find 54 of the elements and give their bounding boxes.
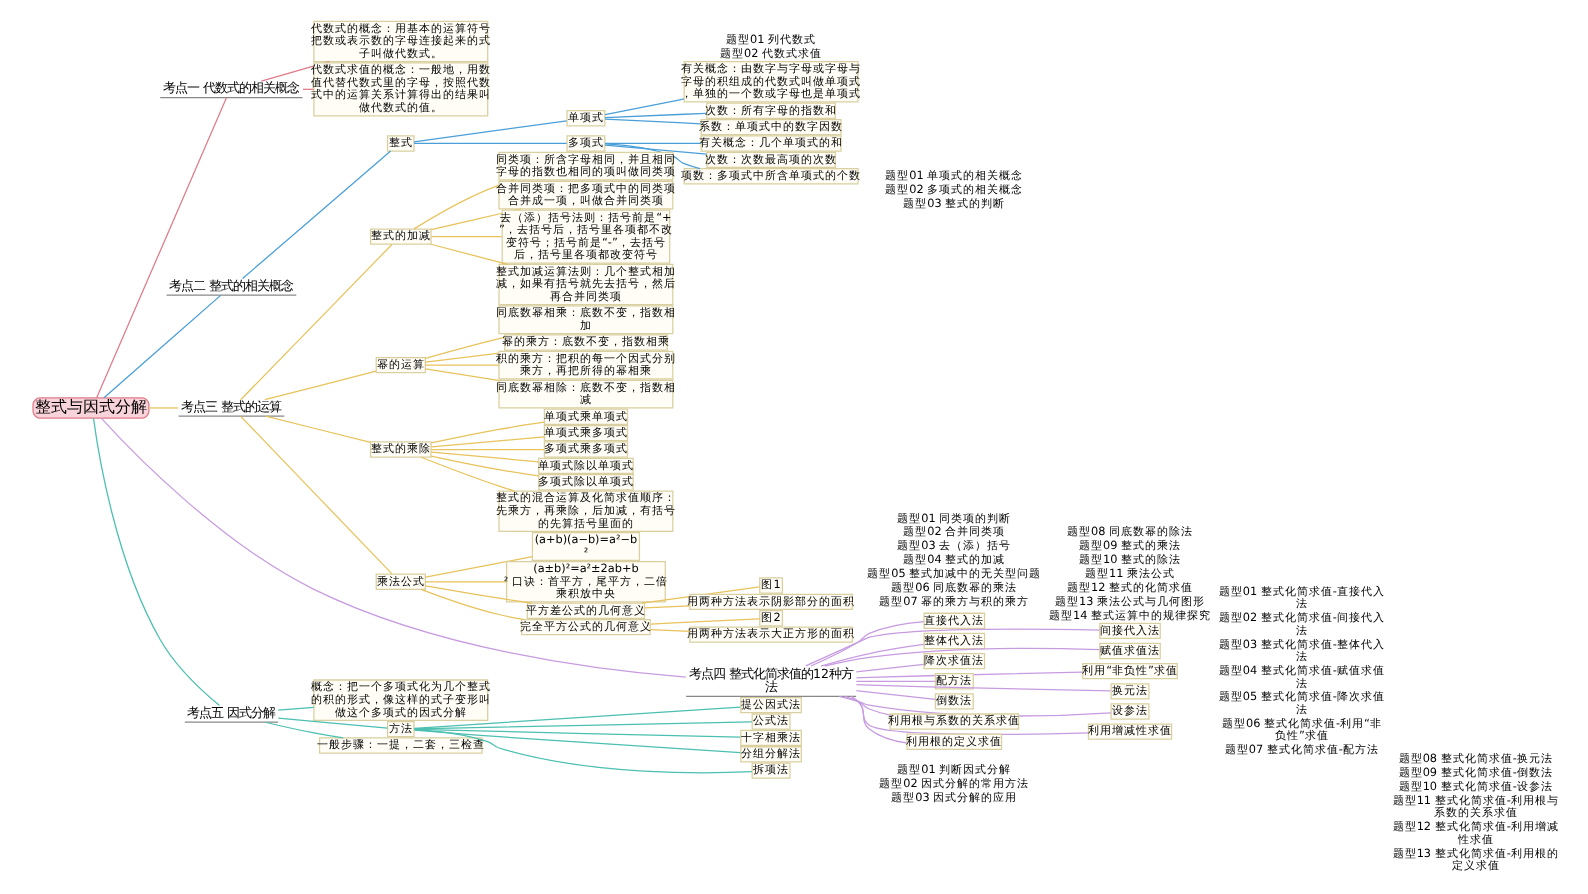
connector xyxy=(412,142,567,145)
connector xyxy=(239,415,392,575)
connector xyxy=(147,407,178,409)
connector xyxy=(423,333,520,360)
connector xyxy=(648,629,690,632)
connector xyxy=(603,112,707,119)
connector xyxy=(849,695,907,744)
connector xyxy=(419,456,515,492)
connector xyxy=(854,680,935,682)
connector xyxy=(854,663,924,673)
connector xyxy=(823,647,1100,667)
connector xyxy=(423,581,506,583)
connector xyxy=(643,605,690,609)
connector xyxy=(102,294,221,399)
connector xyxy=(239,243,392,401)
connector xyxy=(843,695,890,716)
connector xyxy=(412,721,752,730)
node-box: 整式与因式分解 xyxy=(31,397,149,419)
connector xyxy=(423,364,499,366)
connector xyxy=(423,556,532,578)
connector xyxy=(648,618,760,625)
connector xyxy=(603,143,700,170)
connector xyxy=(429,451,539,463)
connector xyxy=(819,643,924,667)
connector xyxy=(429,243,508,265)
connector xyxy=(412,120,567,143)
connector xyxy=(95,97,227,399)
connector xyxy=(603,144,707,155)
connector xyxy=(263,370,376,401)
connector xyxy=(854,684,1111,692)
connector xyxy=(423,585,532,604)
connector xyxy=(603,98,684,116)
connector xyxy=(854,671,1082,679)
connector xyxy=(603,118,701,125)
connector xyxy=(429,236,502,238)
connector xyxy=(429,448,544,451)
connector xyxy=(419,588,524,621)
connector xyxy=(429,436,544,448)
connector xyxy=(423,368,499,382)
connector xyxy=(412,728,740,738)
connector xyxy=(99,417,686,678)
connector xyxy=(412,706,740,729)
connector xyxy=(429,455,538,477)
connector xyxy=(412,728,752,774)
connector xyxy=(854,690,935,701)
connector xyxy=(276,717,388,729)
connector xyxy=(91,417,220,707)
connector xyxy=(429,421,544,444)
connector xyxy=(263,721,343,739)
connector xyxy=(809,620,924,667)
connector xyxy=(264,415,371,443)
connector xyxy=(412,729,741,754)
connector xyxy=(276,706,314,711)
connector xyxy=(240,150,391,280)
